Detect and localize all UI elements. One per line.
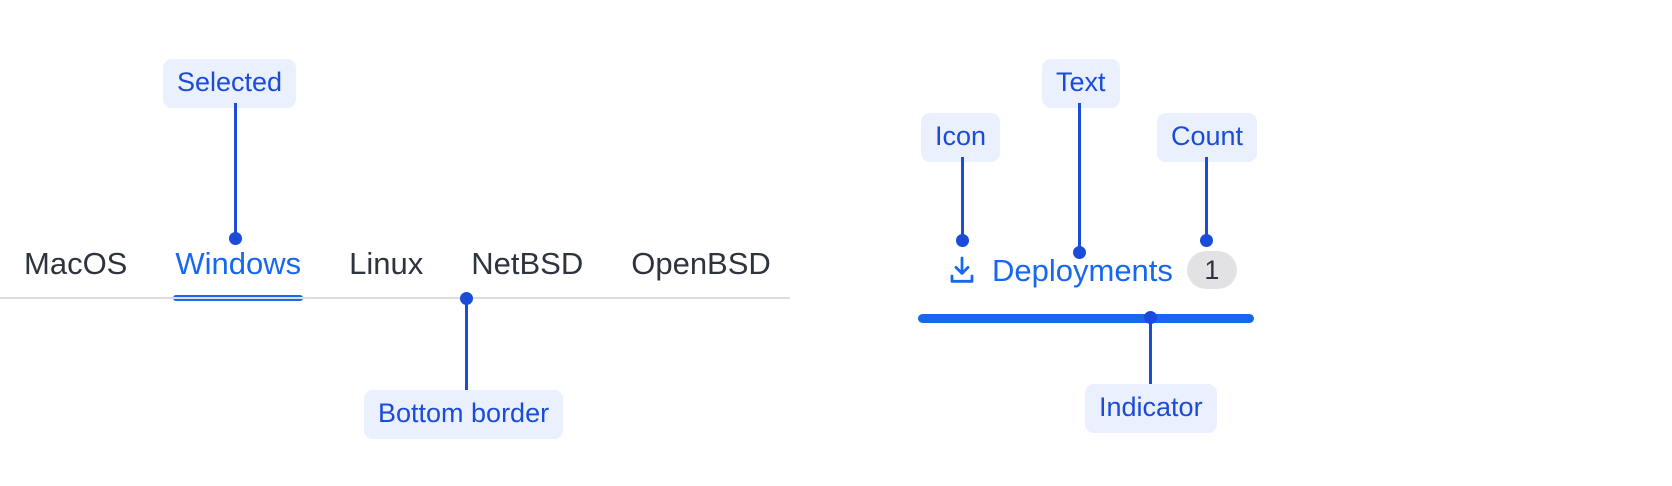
deployments-tab[interactable]: Deployments 1 (918, 246, 1265, 294)
leader-dot-text (1073, 246, 1086, 259)
tab-openbsd[interactable]: OpenBSD (607, 248, 795, 301)
leader-line-icon (961, 157, 964, 239)
leader-line-count (1205, 157, 1208, 239)
callout-count: Count (1157, 113, 1258, 162)
leader-line-indicator (1149, 318, 1152, 385)
os-tab-strip: MacOS Windows Linux NetBSD OpenBSD (0, 248, 790, 301)
leader-line-text (1078, 103, 1081, 251)
tab-macos[interactable]: MacOS (0, 248, 151, 301)
callout-icon: Icon (921, 113, 1001, 162)
leader-line-selected (234, 103, 237, 238)
deployments-count-badge: 1 (1186, 251, 1237, 289)
leader-line-bottom-border (465, 298, 468, 391)
callout-bottom-border: Bottom border (364, 390, 564, 439)
tab-windows[interactable]: Windows (151, 248, 325, 301)
deployments-tab-label: Deployments (992, 252, 1173, 288)
callout-text: Text (1042, 59, 1120, 108)
tabstrip-bottom-border (0, 297, 790, 299)
deployments-tab-row: Deployments 1 (918, 246, 1265, 294)
tab-netbsd[interactable]: NetBSD (447, 248, 607, 301)
leader-dot-indicator (1144, 311, 1157, 324)
deployments-tab-indicator (918, 314, 1254, 323)
callout-selected: Selected (163, 59, 297, 108)
tab-linux[interactable]: Linux (325, 248, 447, 301)
callout-indicator: Indicator (1085, 384, 1217, 433)
leader-dot-icon (956, 234, 969, 247)
leader-dot-count (1200, 234, 1213, 247)
download-icon (946, 254, 978, 286)
leader-dot-selected (229, 232, 242, 245)
tabstrip: MacOS Windows Linux NetBSD OpenBSD (0, 248, 790, 301)
